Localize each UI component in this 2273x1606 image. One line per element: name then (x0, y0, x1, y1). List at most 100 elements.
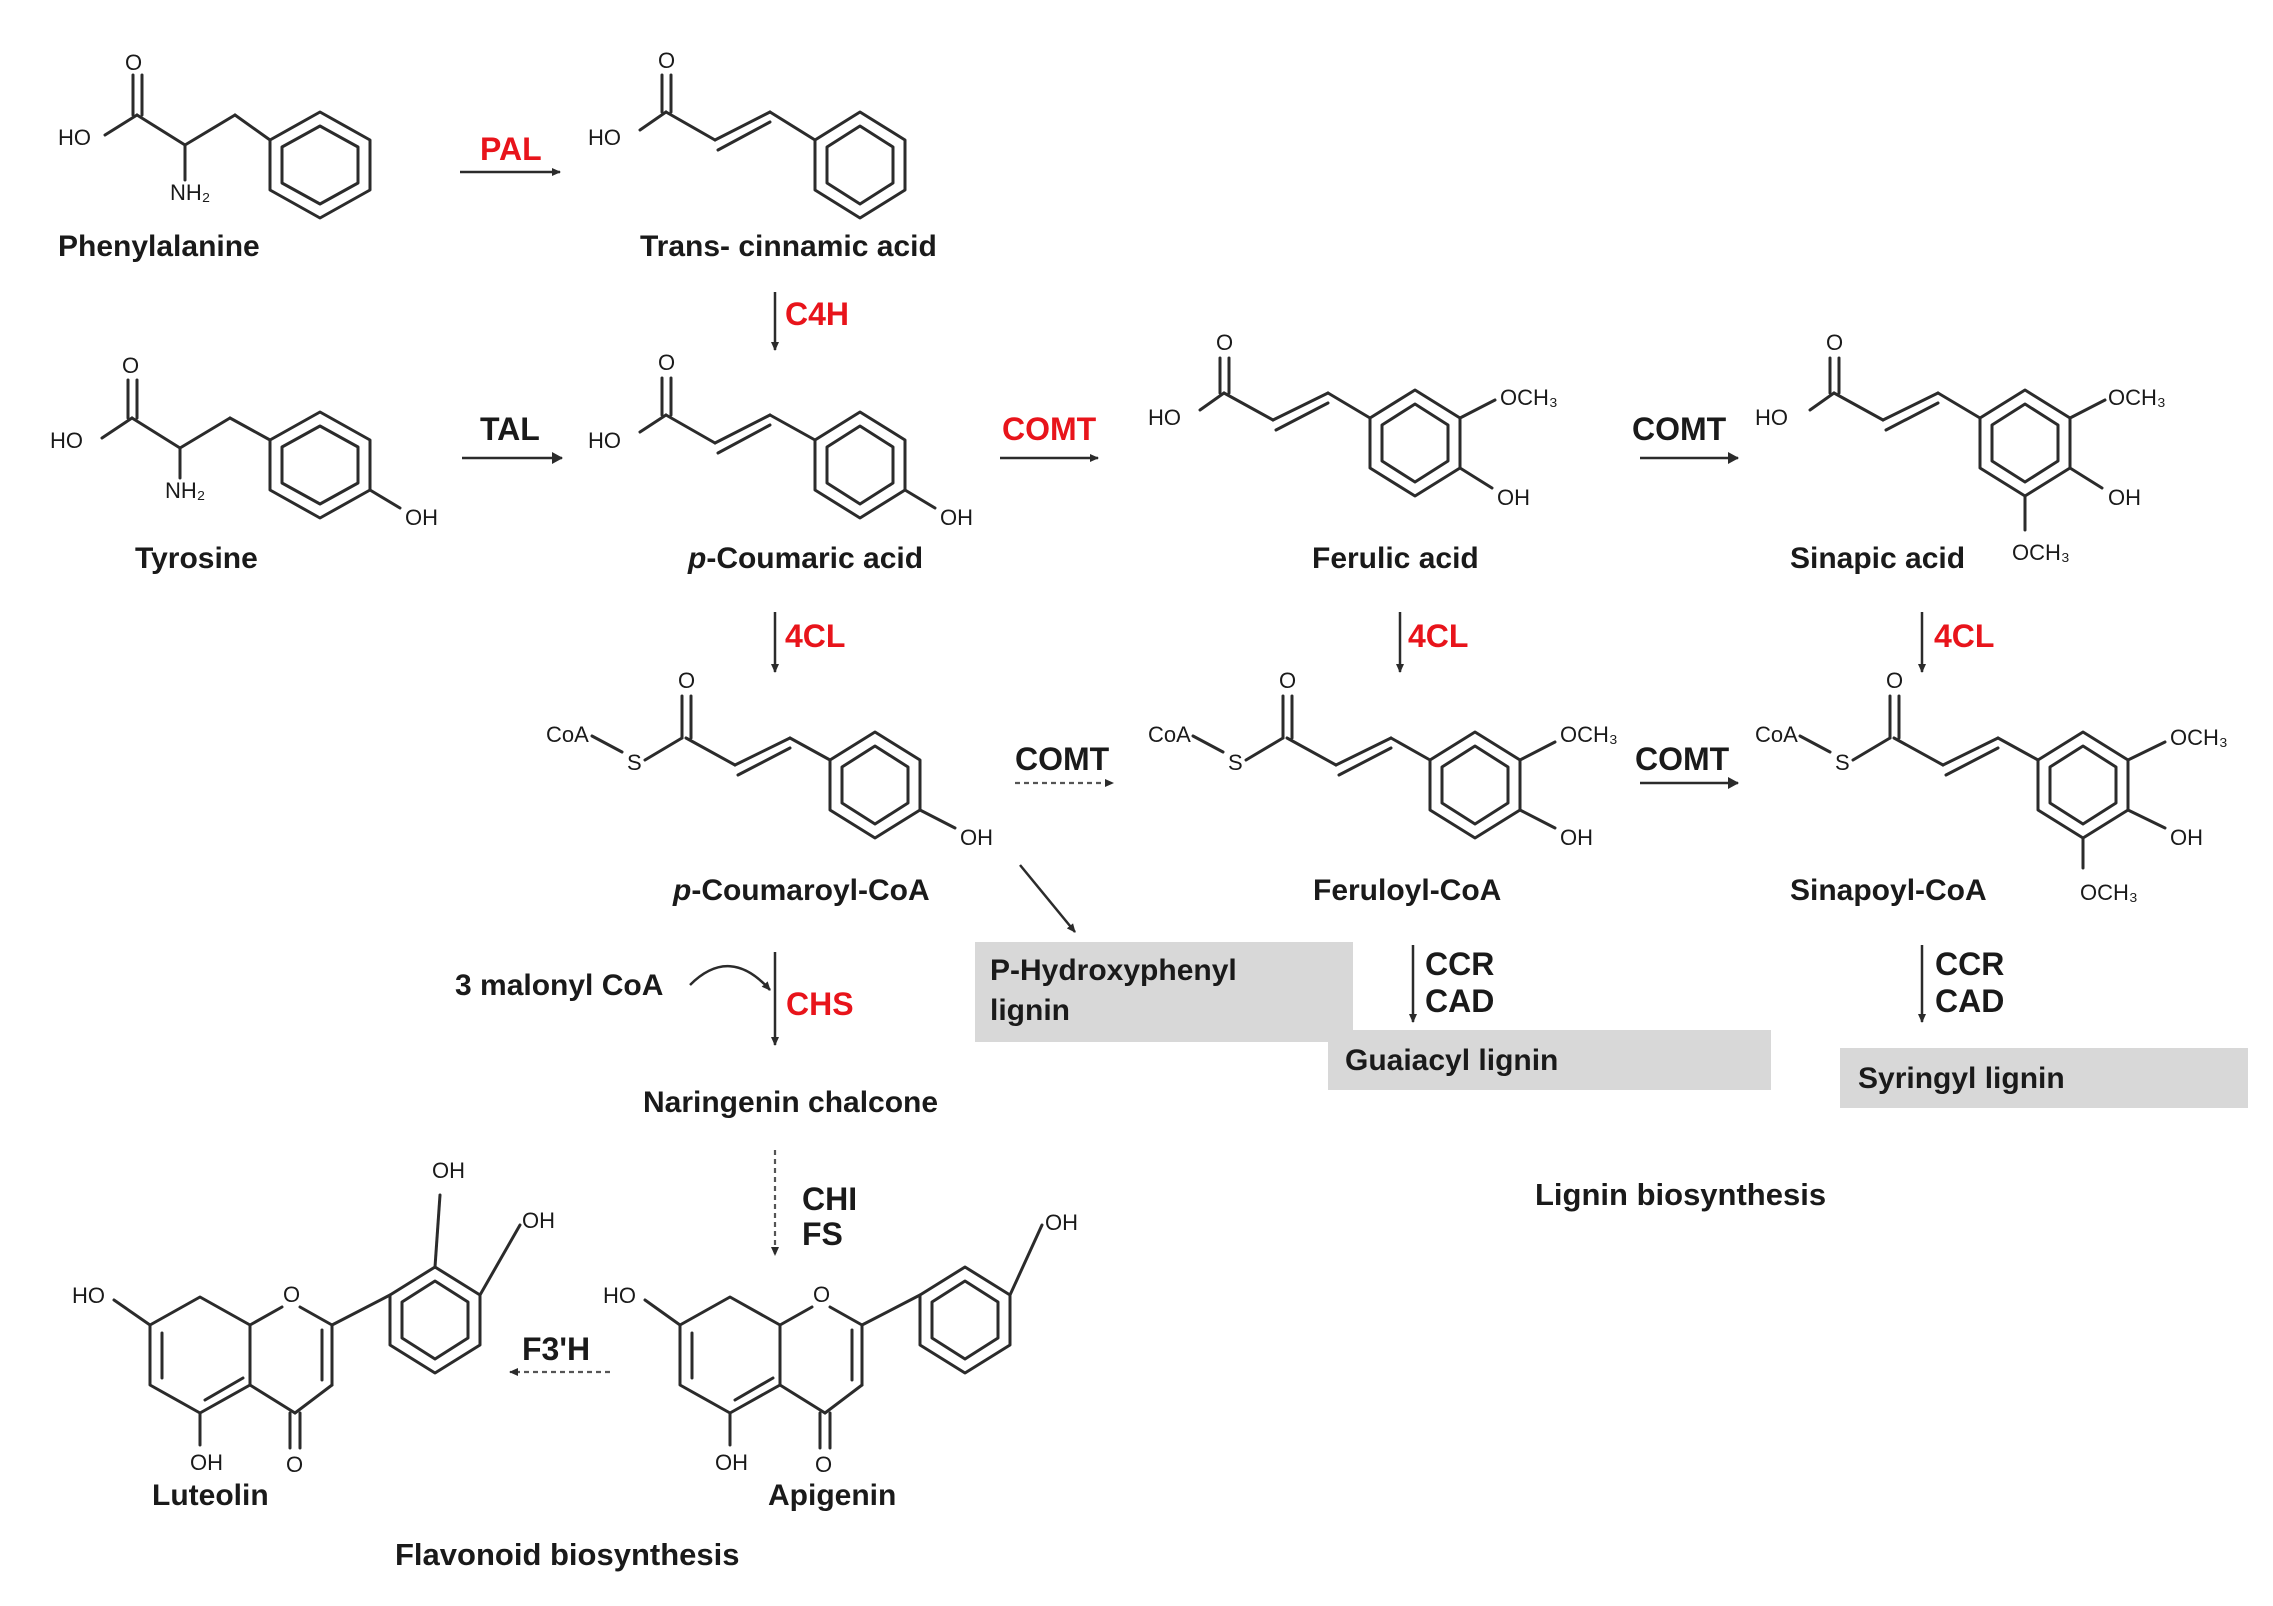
atom-och3: OCH₃ (2108, 385, 2166, 410)
atom-s: S (627, 750, 642, 775)
atom-coa: CoA (1755, 722, 1798, 747)
h-lignin-box (975, 942, 1353, 1042)
p-coumaric-label: p-Coumaric acid (687, 542, 923, 575)
atom-och3: OCH₃ (1560, 722, 1618, 747)
atom-o: O (125, 50, 142, 75)
flavonoid-section-label: Flavonoid biosynthesis (395, 1537, 740, 1572)
enzyme-tal: TAL (480, 411, 540, 447)
h-lignin-line1: P-Hydroxyphenyl (990, 954, 1237, 987)
tyrosine-structure: O HO NH₂ OH (50, 353, 438, 530)
enzyme-4cl-1: 4CL (785, 618, 845, 654)
enzyme-comt-row3a: COMT (1015, 741, 1110, 777)
atom-nh2: NH₂ (170, 180, 210, 205)
atom-oh: OH (190, 1450, 223, 1475)
feruloyl-coa-structure: CoA S O OCH₃ OH (1148, 668, 1618, 850)
atom-och3: OCH₃ (2080, 880, 2138, 905)
atom-oh: OH (522, 1208, 555, 1233)
atom-ho: HO (1148, 405, 1181, 430)
enzyme-chs: CHS (786, 986, 854, 1022)
enzyme-4cl-2: 4CL (1408, 618, 1468, 654)
enzyme-ccr-s: CCR (1935, 946, 2004, 982)
atom-o: O (122, 353, 139, 378)
lignin-section-label: Lignin biosynthesis (1535, 1177, 1826, 1212)
sinapic-structure: O HO OCH₃ OH OCH₃ (1755, 330, 2166, 565)
luteolin-structure: HO O O OH OH OH (72, 1158, 555, 1477)
p-coumaroyl-label: p-Coumaroyl-CoA (672, 874, 930, 907)
enzyme-ccr-g: CCR (1425, 946, 1494, 982)
p-prefix: p (687, 542, 706, 575)
sinapic-label: Sinapic acid (1790, 542, 1965, 575)
atom-o: O (286, 1452, 303, 1477)
apigenin-structure: HO O O OH OH (603, 1210, 1078, 1477)
atom-s: S (1228, 750, 1243, 775)
guaiacyl-lignin-box (1328, 1030, 1771, 1090)
enzyme-comt-red: COMT (1002, 411, 1097, 447)
phenylalanine-structure: O HO NH₂ (58, 50, 372, 220)
syringyl-lignin-box (1840, 1048, 2248, 1108)
feruloyl-label: Feruloyl-CoA (1313, 874, 1501, 907)
atom-coa: CoA (546, 722, 589, 747)
atom-ho: HO (72, 1283, 105, 1308)
h-lignin-line2: lignin (990, 994, 1070, 1027)
enzyme-cad-s: CAD (1935, 983, 2004, 1019)
atom-o: O (815, 1452, 832, 1477)
phenylalanine-label: Phenylalanine (58, 230, 260, 263)
atom-ho: HO (588, 428, 621, 453)
p-prefix: p (672, 874, 691, 907)
tyrosine-label: Tyrosine (135, 542, 258, 575)
atom-o: O (1826, 330, 1843, 355)
trans-cinnamic-structure: O HO (588, 48, 907, 220)
p-coumaroyl-coa-structure: CoA S O OH (546, 668, 993, 850)
sinapoyl-label: Sinapoyl-CoA (1790, 874, 1987, 907)
atom-coa: CoA (1148, 722, 1191, 747)
enzyme-c4h: C4H (785, 296, 849, 332)
atom-oh: OH (1497, 485, 1530, 510)
malonyl-coa-label: 3 malonyl CoA (455, 969, 663, 1002)
apigenin-label: Apigenin (768, 1479, 896, 1512)
p-coumaric-structure: O HO OH (588, 350, 973, 530)
enzyme-cad-g: CAD (1425, 983, 1494, 1019)
naringenin-chalcone-label: Naringenin chalcone (643, 1086, 938, 1119)
atom-oh: OH (405, 505, 438, 530)
ferulic-structure: O HO OCH₃ OH (1148, 330, 1558, 510)
atom-o: O (1216, 330, 1233, 355)
atom-o: O (1279, 668, 1296, 693)
syringyl-label: Syringyl lignin (1858, 1062, 2065, 1095)
atom-oh: OH (715, 1450, 748, 1475)
atom-oh: OH (1560, 825, 1593, 850)
atom-oh: OH (432, 1158, 465, 1183)
ferulic-label: Ferulic acid (1312, 542, 1479, 575)
enzyme-4cl-3: 4CL (1934, 618, 1994, 654)
enzyme-comt-row3b: COMT (1635, 741, 1730, 777)
p-coumaric-name: -Coumaric acid (706, 542, 923, 575)
atom-oh: OH (960, 825, 993, 850)
enzyme-fs: FS (802, 1216, 843, 1252)
atom-o: O (678, 668, 695, 693)
atom-o: O (813, 1282, 830, 1307)
atom-och3: OCH₃ (1500, 385, 1558, 410)
atom-ho: HO (588, 125, 621, 150)
enzyme-chi: CHI (802, 1181, 857, 1217)
enzyme-comt-row2: COMT (1632, 411, 1727, 447)
atom-ho: HO (1755, 405, 1788, 430)
trans-cinnamic-label: Trans- cinnamic acid (640, 230, 937, 263)
atom-nh2: NH₂ (165, 478, 205, 503)
enzyme-pal: PAL (480, 131, 542, 167)
atom-o: O (658, 350, 675, 375)
guaiacyl-label: Guaiacyl lignin (1345, 1044, 1558, 1077)
atom-s: S (1835, 750, 1850, 775)
atom-ho: HO (58, 125, 91, 150)
atom-o: O (658, 48, 675, 73)
luteolin-label: Luteolin (152, 1479, 269, 1512)
sinapoyl-coa-structure: CoA S O OCH₃ OH OCH₃ (1755, 668, 2228, 905)
enzyme-f3h: F3'H (522, 1331, 590, 1367)
atom-o: O (1886, 668, 1903, 693)
atom-ho: HO (50, 428, 83, 453)
atom-oh: OH (2170, 825, 2203, 850)
atom-och3: OCH₃ (2012, 540, 2070, 565)
atom-oh: OH (2108, 485, 2141, 510)
p-coumaroyl-name: -Coumaroyl-CoA (691, 874, 929, 907)
atom-och3: OCH₃ (2170, 725, 2228, 750)
atom-ho: HO (603, 1283, 636, 1308)
